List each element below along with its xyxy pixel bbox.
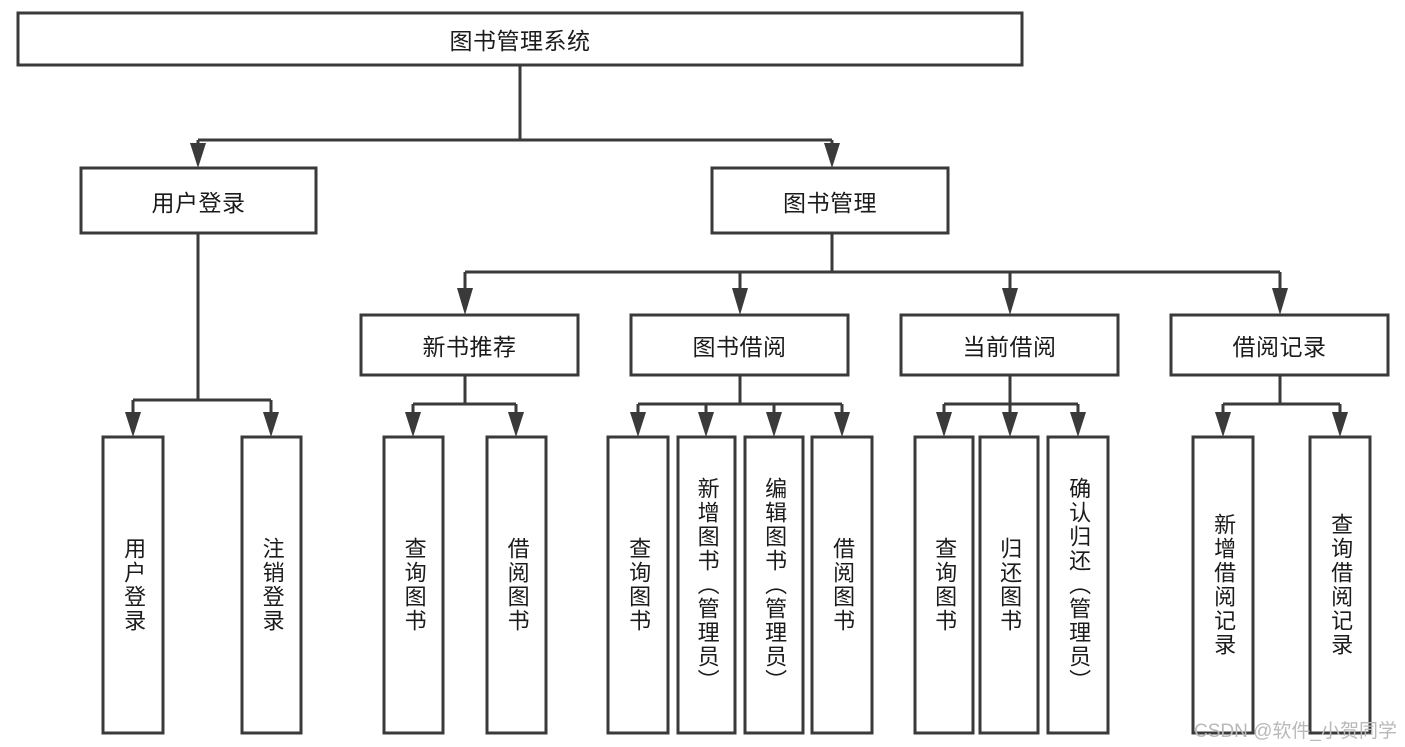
box-new-book-recommend[interactable] xyxy=(359,313,580,377)
box-leaf-confirm-return[interactable] xyxy=(1046,435,1110,735)
box-leaf-add-book[interactable] xyxy=(676,435,737,735)
box-user-login[interactable] xyxy=(79,166,318,235)
box-borrow-record[interactable] xyxy=(1169,313,1390,377)
box-book-management[interactable] xyxy=(710,166,950,235)
connector-newbook-to-leaves xyxy=(405,375,524,437)
box-leaf-edit-book[interactable] xyxy=(743,435,805,735)
box-leaf-query-book-c[interactable] xyxy=(913,435,975,735)
box-leaf-query-record[interactable] xyxy=(1308,435,1372,735)
box-leaf-add-record[interactable] xyxy=(1191,435,1255,735)
connector-userlogin-to-leaves xyxy=(125,233,279,437)
box-leaf-borrow-book-b[interactable] xyxy=(810,435,874,735)
box-leaf-query-book-a[interactable] xyxy=(382,435,445,735)
box-leaf-logout[interactable] xyxy=(240,435,303,735)
connector-level2-to-level3 xyxy=(457,233,1288,315)
box-root[interactable] xyxy=(16,11,1024,67)
connector-currentborrow-to-leaves xyxy=(936,375,1086,437)
box-leaf-user-login[interactable] xyxy=(101,435,165,735)
box-leaf-return-book[interactable] xyxy=(978,435,1040,735)
connector-bookborrow-to-leaves xyxy=(630,375,850,437)
box-leaf-borrow-book-a[interactable] xyxy=(485,435,548,735)
box-book-borrow[interactable] xyxy=(629,313,850,377)
box-current-borrow[interactable] xyxy=(899,313,1120,377)
box-leaf-query-book-b[interactable] xyxy=(606,435,670,735)
connector-borrowrecord-to-leaves xyxy=(1215,375,1348,437)
connector-root-to-level2 xyxy=(190,65,840,168)
